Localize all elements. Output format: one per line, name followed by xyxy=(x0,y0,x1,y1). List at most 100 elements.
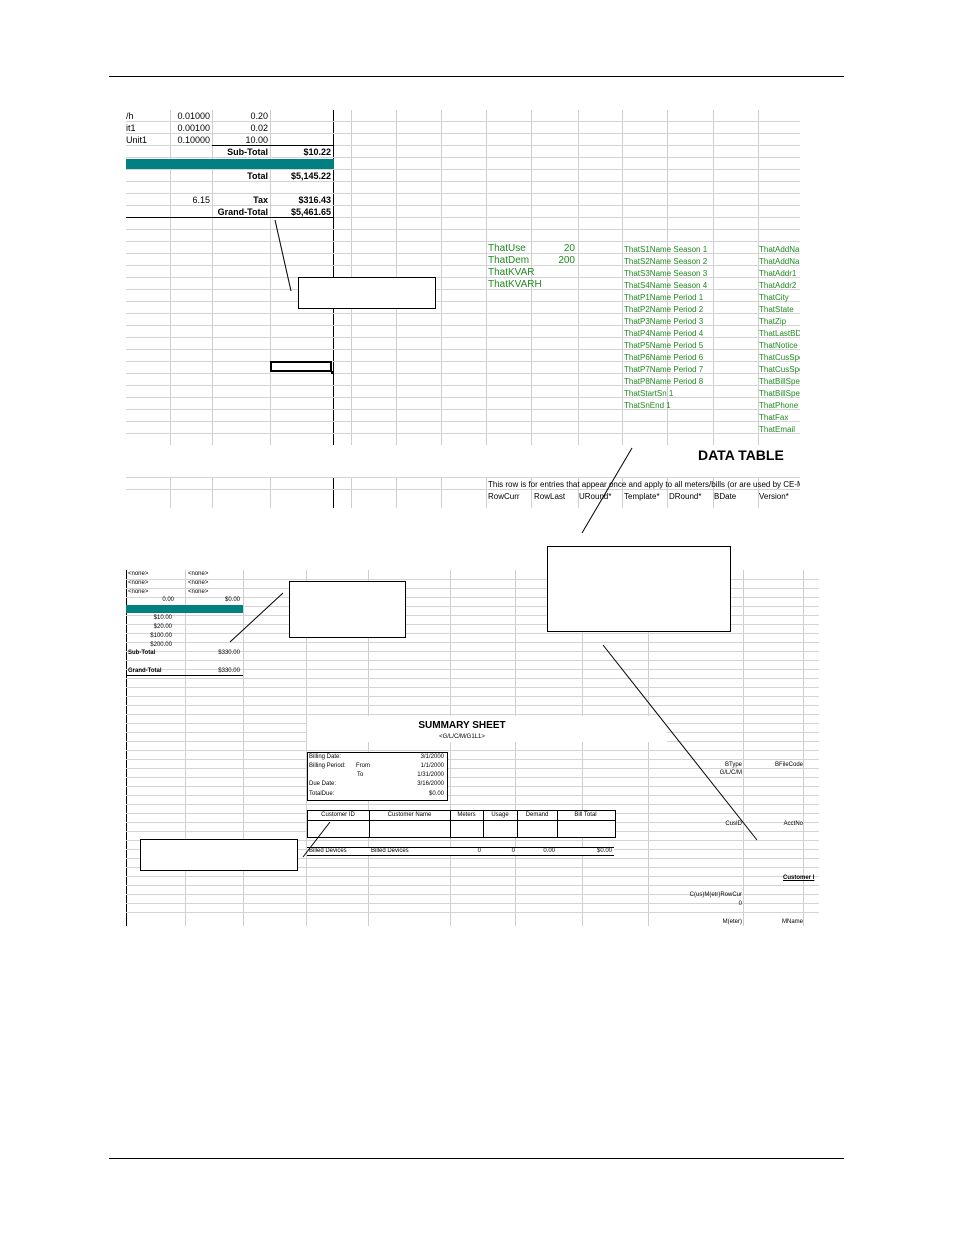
rate-row-amount: 0.02 xyxy=(250,123,268,133)
rowcur-value: 0 xyxy=(738,901,742,907)
green-contact-item: ThatBillSpec xyxy=(759,389,800,398)
green-period-item: ThatP3Name Period 3 xyxy=(624,317,704,326)
billed-id: Billed Devices xyxy=(309,848,347,854)
green-name: ThatKVAR xyxy=(488,267,535,278)
green-contact-item: ThatFax xyxy=(759,413,789,422)
grandtotal-underline xyxy=(126,217,334,218)
grandtotal-underline xyxy=(126,675,243,676)
customer-label: Customer I xyxy=(783,875,815,881)
green-period-item: ThatP6Name Period 6 xyxy=(624,353,704,362)
col-customer-name: Customer Name xyxy=(387,812,432,818)
green-contact-item: ThatCusSpe xyxy=(759,365,800,374)
billed-name: Billed Devices xyxy=(371,848,409,854)
amount-cell: $20.00 xyxy=(153,624,172,630)
green-contact-item: ThatAddNa xyxy=(759,257,800,266)
green-name: ThatUse xyxy=(488,243,526,254)
subtotal-value: $10.22 xyxy=(303,147,331,157)
subtotal-underline xyxy=(212,145,334,146)
zero-value: 0.00 xyxy=(162,597,174,603)
green-contact-item: ThatNotice xyxy=(759,341,798,350)
green-contact-item: ThatAddr2 xyxy=(759,281,797,290)
green-contact-item: ThatBillSpec xyxy=(759,377,800,386)
header-rule xyxy=(109,76,844,77)
header-cell-dround: DRound* xyxy=(669,492,702,501)
green-contact-item: ThatPhone xyxy=(759,401,799,410)
none-cell: <none> xyxy=(128,580,149,586)
none-cell: <none> xyxy=(188,580,209,586)
grandtotal-value: $330.00 xyxy=(218,668,240,674)
green-period-item: ThatP7Name Period 7 xyxy=(624,365,704,374)
cusid-label: CusID xyxy=(725,821,742,827)
none-cell: <none> xyxy=(188,589,209,595)
callout-box-billed-devices xyxy=(140,839,298,871)
rate-row-amount: 10.00 xyxy=(245,135,268,145)
teal-band xyxy=(126,605,243,613)
summary-subtitle: <G/L/C/M/G1L1> xyxy=(439,734,485,740)
zero-amount: $0.00 xyxy=(224,597,240,603)
col-bill-total: Bill Total xyxy=(574,812,597,818)
summary-title: SUMMARY SHEET xyxy=(418,720,506,731)
subtotal-value: $330.00 xyxy=(218,650,240,656)
billed-usage: 0 xyxy=(511,848,515,854)
green-period-item: ThatS2Name Season 2 xyxy=(624,257,708,266)
green-value: 20 xyxy=(563,243,575,254)
rowcur-label: C(us)M(etr)RowCur xyxy=(689,892,742,898)
meter-label: M(eter) xyxy=(722,919,742,925)
data-table-note: This row is for entries that appear once… xyxy=(488,480,800,489)
header-cell-bdate: BDate xyxy=(714,492,737,501)
green-contact-item: ThatAddNa xyxy=(759,245,800,254)
customer-table xyxy=(307,810,616,838)
rate-row-label: /h xyxy=(126,111,134,121)
col-demand: Demand xyxy=(525,812,549,818)
bfilecode-label: BFileCode xyxy=(774,762,803,768)
green-period-item: ThatS3Name Season 3 xyxy=(624,269,708,278)
callout-box-grandtotal xyxy=(298,277,436,309)
header-cell-version: Version* xyxy=(759,492,789,501)
acctno-label: AcctNo xyxy=(783,821,803,827)
green-period-item: ThatP5Name Period 5 xyxy=(624,341,704,350)
tax-rate: 6.15 xyxy=(192,195,210,205)
btype-label: BType xyxy=(724,762,742,768)
billing-date: 3/1/2000 xyxy=(420,754,444,760)
green-contact-item: ThatCity xyxy=(759,293,789,302)
data-table-title: DATA TABLE xyxy=(698,447,784,463)
subtotal-label: Sub-Total xyxy=(227,147,268,157)
total-due: $0.00 xyxy=(428,791,444,797)
green-contact-item: ThatAddr1 xyxy=(759,269,797,278)
data-table-band xyxy=(126,445,800,477)
teal-band xyxy=(126,159,334,169)
fill-handle[interactable] xyxy=(331,371,334,374)
amount-cell: $10.00 xyxy=(153,615,172,621)
green-period-item: ThatP4Name Period 4 xyxy=(624,329,704,338)
green-period-item: ThatP2Name Period 2 xyxy=(624,305,704,314)
from-label: From xyxy=(356,763,370,769)
selected-cell[interactable] xyxy=(270,361,332,372)
grandtotal-label: Grand-Total xyxy=(128,668,162,674)
green-name: ThatKVARH xyxy=(488,279,542,290)
rate-row-label: it1 xyxy=(126,123,136,133)
total-value: $5,145.22 xyxy=(290,171,331,181)
billed-demand: 0.00 xyxy=(543,848,555,854)
footer-rule xyxy=(109,1158,844,1159)
green-contact-item: ThatLastBD xyxy=(759,329,800,338)
none-cell: <none> xyxy=(188,571,209,577)
tax-value: $316.43 xyxy=(298,195,331,205)
green-period-item: ThatP8Name Period 8 xyxy=(624,377,704,386)
green-name: ThatDem xyxy=(488,255,530,266)
rate-row-rate: 0.01000 xyxy=(177,111,210,121)
from-date: 1/1/2000 xyxy=(420,763,444,769)
col-meters: Meters xyxy=(457,812,476,818)
rate-row-amount: 0.20 xyxy=(250,111,268,121)
header-cell-rowlast: RowLast xyxy=(534,492,566,501)
amount-cell: $200.00 xyxy=(150,642,172,648)
to-label: To xyxy=(357,772,364,778)
header-cell-rowcurr: RowCurr xyxy=(488,492,520,501)
header-cell-template: Template* xyxy=(624,492,660,501)
callout-box-subtotal xyxy=(289,581,406,638)
total-due-label: TotalDue: xyxy=(309,791,335,797)
rate-row-label: Unit1 xyxy=(126,135,148,145)
green-contact-item: ThatZip xyxy=(759,317,787,326)
grandtotal-value: $5,461.65 xyxy=(290,207,331,217)
green-value: 200 xyxy=(558,255,575,266)
billing-date-label: Billing Date: xyxy=(309,754,342,760)
